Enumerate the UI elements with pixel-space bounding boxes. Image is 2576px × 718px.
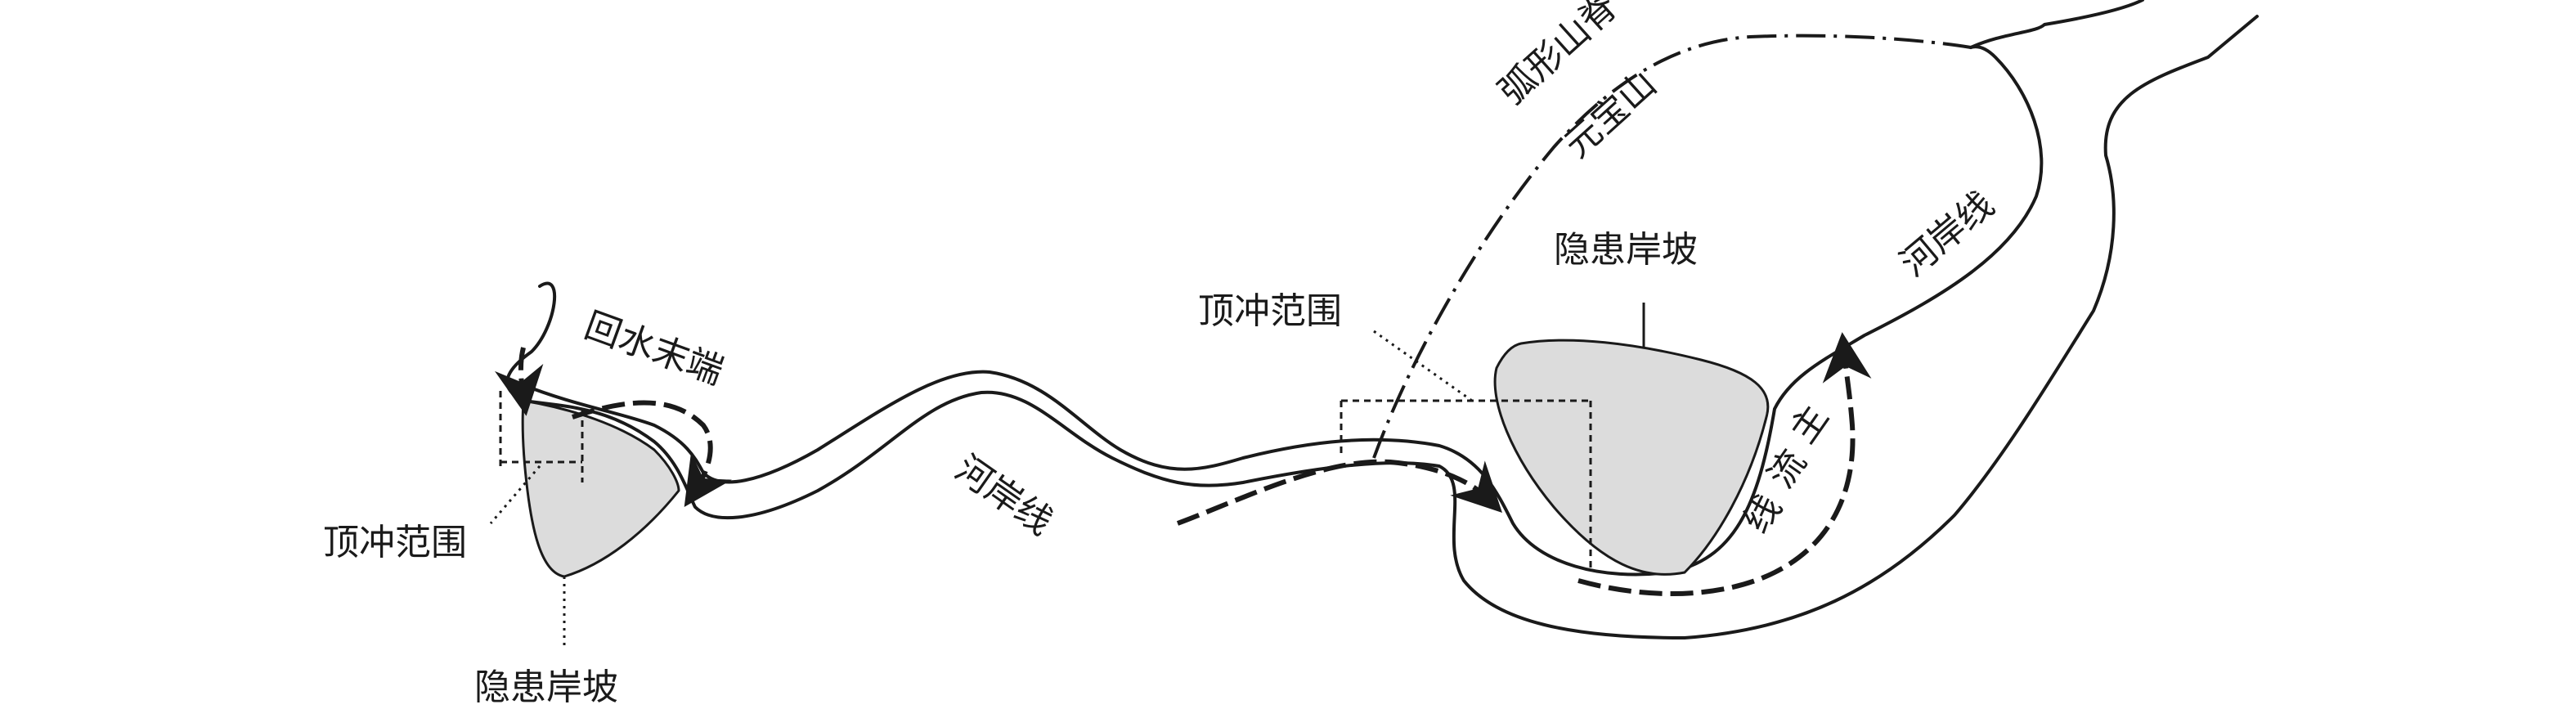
label-riverbank-upper: 河岸线 — [1892, 184, 2002, 285]
hazard-slope-right-area — [1493, 339, 1770, 576]
river-inner-bank — [520, 45, 2044, 577]
label-riverbank-middle: 河岸线 — [948, 447, 1060, 543]
label-impact-range-left: 顶冲范围 — [323, 522, 467, 563]
label-hazard-slope-right: 隐患岸坡 — [1554, 229, 1698, 271]
leader-lines — [489, 330, 1473, 646]
label-main-flow-3: 线 — [1735, 487, 1790, 541]
label-impact-range-right: 顶冲范围 — [1198, 290, 1342, 332]
river-outer-bank — [505, 15, 2259, 639]
main-flow-arrow-middle — [1176, 459, 1502, 526]
main-flow-arrow-left — [572, 400, 732, 507]
arc-ridge-line — [1372, 34, 1972, 459]
label-hazard-slope-left: 隐患岸坡 — [474, 666, 618, 708]
hazard-slope-left-area — [521, 399, 680, 578]
impact-range-left-bracket — [499, 391, 584, 482]
river-top-bank — [1969, 0, 2144, 49]
main-flow-arrow-left-top — [494, 347, 544, 416]
impact-range-right-bracket — [1340, 399, 1592, 572]
label-yuanbao-mountain: 元宝山 — [1556, 63, 1664, 166]
label-main-flow-1: 主 — [1782, 397, 1837, 451]
label-backwater-end: 回水末端 — [579, 304, 729, 393]
main-flow-arrow-right — [1577, 332, 1872, 597]
label-main-flow-2: 流 — [1760, 442, 1815, 496]
